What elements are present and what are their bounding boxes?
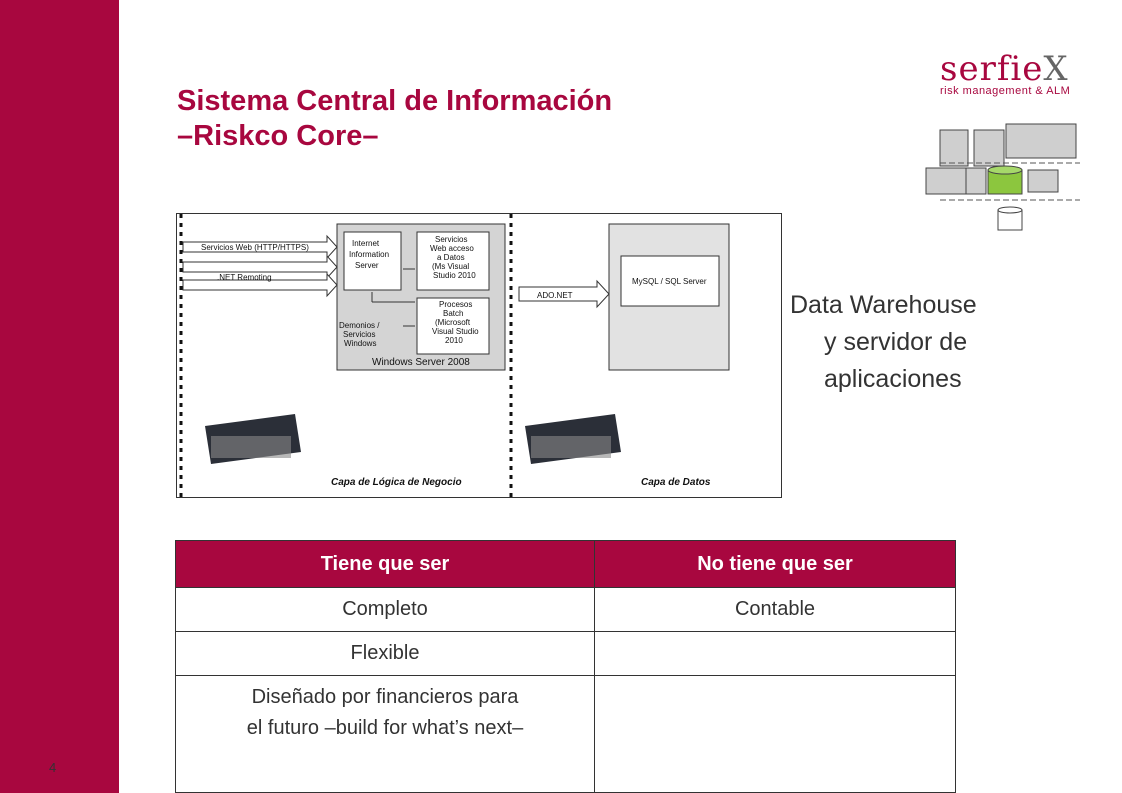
batch-line: Visual Studio [432, 327, 479, 336]
layer-business-label: Capa de Lógica de Negocio [331, 477, 462, 488]
logo-tagline: risk management & ALM [940, 85, 1071, 97]
side-caption: Data Warehouse y servidor de aplicacione… [790, 287, 977, 398]
ws-line: Studio 2010 [433, 271, 476, 280]
batch-line: (Microsoft [435, 318, 471, 327]
title-line-2: –Riskco Core– [177, 120, 379, 152]
slide-title: Sistema Central de Información –Riskco C… [177, 84, 612, 154]
table-cell: Diseñado por financieros para el futuro … [175, 675, 595, 793]
table-header-row: Tiene que ser No tiene que ser [175, 540, 956, 588]
side-caption-line: y servidor de [824, 328, 968, 356]
brand-sidebar [0, 0, 119, 793]
table-row: Diseñado por financieros para el futuro … [175, 675, 956, 793]
serfiex-logo: serfieX risk management & ALM [940, 50, 1085, 105]
iis-line: Server [355, 261, 379, 270]
link-ado: ADO.NET [537, 291, 573, 300]
daemon-line: Servicios [343, 330, 375, 339]
table-cell [594, 631, 956, 676]
link-web-services: Servicios Web (HTTP/HTTPS) [201, 243, 309, 252]
table-cell [594, 675, 956, 793]
server-icon [525, 414, 621, 464]
side-caption-line: Data Warehouse [790, 291, 977, 319]
batch-line: Batch [443, 309, 463, 318]
server-icon [205, 414, 301, 464]
ws-line: Servicios [435, 235, 467, 244]
link-remoting: .NET Remoting [217, 273, 272, 282]
logo-wordmark: serfieX [940, 49, 1069, 89]
table-row: Completo Contable [175, 587, 956, 632]
layer-data-label: Capa de Datos [641, 477, 711, 488]
database-outline-icon [997, 206, 1023, 231]
iis-line: Information [349, 250, 389, 259]
header-must-not-be: No tiene que ser [594, 540, 956, 588]
requirements-table: Tiene que ser No tiene que ser Completo … [175, 540, 956, 793]
batch-line: Procesos [439, 300, 472, 309]
architecture-thumbnail [925, 123, 1080, 231]
iis-line: Internet [352, 239, 380, 248]
title-line-1: Sistema Central de Información [177, 85, 613, 117]
table-cell: Completo [175, 587, 595, 632]
table-cell: Contable [594, 587, 956, 632]
os-label: Windows Server 2008 [372, 357, 470, 368]
ws-line: Web acceso [430, 244, 474, 253]
daemon-line: Demonios / [339, 321, 380, 330]
table-cell: Flexible [175, 631, 595, 676]
header-must-be: Tiene que ser [175, 540, 595, 588]
ws-line: (Ms Visual [432, 262, 469, 271]
side-caption-line: aplicaciones [824, 365, 962, 393]
slide-number: 4 [49, 760, 57, 775]
batch-line: 2010 [445, 336, 463, 345]
table-row: Flexible [175, 631, 956, 676]
database-icon [987, 165, 1023, 195]
daemon-line: Windows [344, 339, 376, 348]
architecture-diagram: Servicios Web (HTTP/HTTPS) .NET Remoting… [176, 213, 782, 498]
ws-line: a Datos [437, 253, 465, 262]
database-label: MySQL / SQL Server [632, 277, 707, 286]
